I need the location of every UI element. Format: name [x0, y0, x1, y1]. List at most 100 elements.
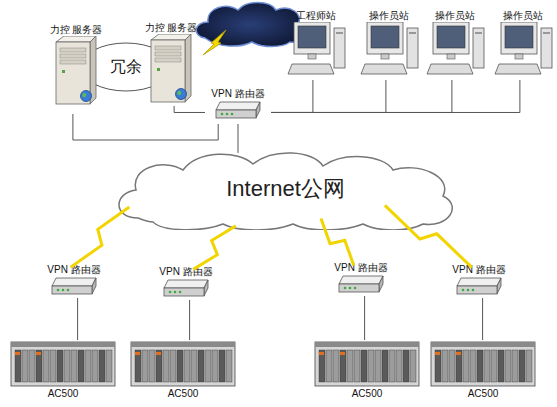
- icon-part: [155, 52, 181, 56]
- icon-part: [106, 350, 112, 382]
- icon-part: [315, 342, 419, 386]
- icon-part: [176, 89, 187, 100]
- icon-part: [36, 350, 42, 382]
- icon-part: [56, 42, 90, 104]
- rack-icon: [9, 340, 117, 388]
- icon-part: [543, 32, 550, 34]
- icon-part: [472, 289, 475, 292]
- icon-part: [184, 350, 190, 382]
- icon-part: [515, 54, 523, 59]
- icon-part: [389, 350, 395, 382]
- node-label: VPN 路由器: [334, 262, 387, 274]
- node-label: 操作员站: [503, 10, 543, 22]
- rack-icon: [313, 340, 421, 388]
- icon-part: [64, 350, 70, 382]
- ws-icon: [359, 22, 419, 76]
- ws-icon: [493, 22, 553, 76]
- icon-part: [11, 342, 115, 386]
- icon-part: [505, 26, 533, 48]
- node-label: 操作员站: [435, 10, 475, 22]
- icon-part: [15, 352, 20, 355]
- icon-part: [43, 350, 49, 382]
- icon-part: [169, 291, 172, 294]
- icon-part: [151, 34, 191, 40]
- icon-part: [157, 68, 160, 71]
- node-label: AC500: [468, 388, 499, 400]
- network-cable: [238, 124, 239, 153]
- rack-node: AC500: [312, 340, 422, 402]
- router-icon: [214, 100, 262, 120]
- icon-part: [99, 350, 105, 382]
- rack-icon: [129, 340, 237, 388]
- icon-part: [457, 278, 501, 286]
- server-node: 力控 服务器: [45, 24, 107, 114]
- icon-part: [382, 350, 388, 382]
- node-label: 力控 服务器: [145, 22, 198, 34]
- icon-part: [156, 350, 162, 382]
- icon-part: [409, 32, 416, 34]
- icon-part: [435, 352, 440, 355]
- icon-part: [155, 46, 181, 50]
- icon-part: [403, 350, 409, 382]
- icon-part: [431, 342, 535, 386]
- icon-part: [541, 28, 552, 68]
- icon-part: [308, 54, 316, 59]
- network-cable: [271, 80, 313, 112]
- icon-part: [198, 350, 204, 382]
- icon-part: [57, 289, 60, 292]
- icon-part: [498, 350, 504, 382]
- icon-part: [339, 276, 383, 284]
- icon-part: [174, 291, 177, 294]
- icon-part: [371, 26, 399, 48]
- icon-part: [155, 58, 181, 62]
- icon-part: [431, 342, 535, 347]
- icon-part: [368, 350, 374, 382]
- rack-node: AC500: [8, 340, 118, 402]
- icon-part: [71, 350, 77, 382]
- icon-part: [36, 352, 41, 355]
- router-node: VPN 路由器: [443, 264, 515, 298]
- remote-cloud: [196, 3, 304, 47]
- node-label: VPN 路由器: [159, 266, 212, 278]
- icon-part: [205, 350, 211, 382]
- network-cable: [271, 80, 386, 112]
- icon-part: [463, 350, 469, 382]
- icon-part: [177, 91, 181, 95]
- network-cable: [189, 300, 190, 340]
- icon-part: [92, 278, 96, 294]
- icon-part: [467, 289, 470, 292]
- icon-part: [142, 350, 148, 382]
- icon-part: [354, 350, 360, 382]
- icon-part: [298, 26, 326, 48]
- icon-part: [470, 350, 476, 382]
- icon-part: [457, 286, 497, 294]
- icon-part: [456, 352, 461, 355]
- network-cable: [482, 298, 483, 340]
- icon-part: [156, 352, 161, 355]
- network-cable: [271, 80, 520, 112]
- icon-part: [410, 350, 416, 382]
- server-icon: [149, 34, 193, 104]
- node-label: 力控 服务器: [50, 24, 103, 36]
- icon-part: [349, 287, 352, 290]
- router-icon: [455, 276, 503, 296]
- ws-node: 操作员站: [424, 10, 486, 80]
- icon-part: [339, 284, 379, 292]
- router-icon: [337, 274, 385, 294]
- icon-part: [191, 350, 197, 382]
- router-node: VPN 路由器: [325, 262, 397, 296]
- icon-part: [334, 28, 345, 68]
- cloud-node: Internet公网: [108, 148, 463, 230]
- cloud-shape: [119, 153, 452, 230]
- icon-part: [435, 350, 441, 382]
- icon-part: [288, 64, 334, 74]
- icon-part: [22, 350, 28, 382]
- icon-part: [177, 350, 183, 382]
- icon-part: [501, 22, 537, 54]
- icon-part: [11, 342, 115, 347]
- icon-part: [57, 350, 63, 382]
- icon-part: [226, 113, 229, 116]
- icon-part: [512, 350, 518, 382]
- icon-part: [427, 64, 473, 74]
- icon-part: [62, 70, 65, 73]
